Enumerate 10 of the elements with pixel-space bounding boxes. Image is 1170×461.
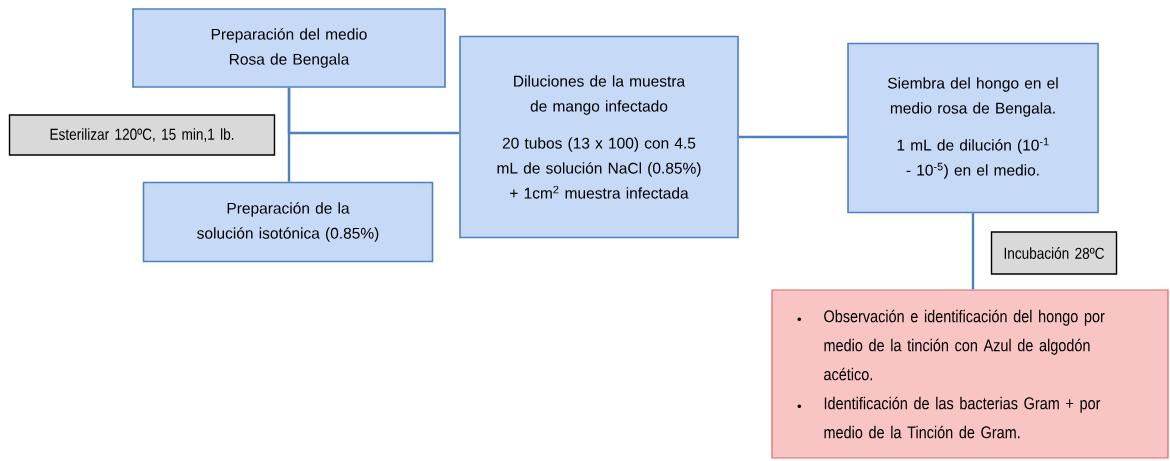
process-box: Preparación del medio Rosa de Bengala [132, 8, 446, 88]
process-box: Siembra del hongo en el medio rosa de Bengala. 1 mL de dilución (10$^{-1}$ - 10$^{-5}$) en el medio. [847, 42, 1099, 214]
connector-line [738, 135, 848, 139]
process-box: Diluciones de la muestra de mango infectado 20 tubos (13 x 100) con 4.5 mL de solución NaCl (0.85%) + 1cm$^{2}$ muestra infectada [459, 35, 739, 239]
result-box: Observación e identificación del hongo por medio de la tinción con Azul de algodón acético. Identificación de las bacterias Gram + por medio de la Tinción de Gram. [771, 289, 1169, 459]
note-box: Esterilizar 120ºC, 15 min,1 lb. [8, 114, 276, 156]
connector-line [971, 213, 975, 290]
note-box: Incubación 28ºC [990, 231, 1118, 275]
connector-line [287, 87, 460, 135]
process-box: Preparación de la solución isotónica (0.85%) [142, 181, 434, 263]
